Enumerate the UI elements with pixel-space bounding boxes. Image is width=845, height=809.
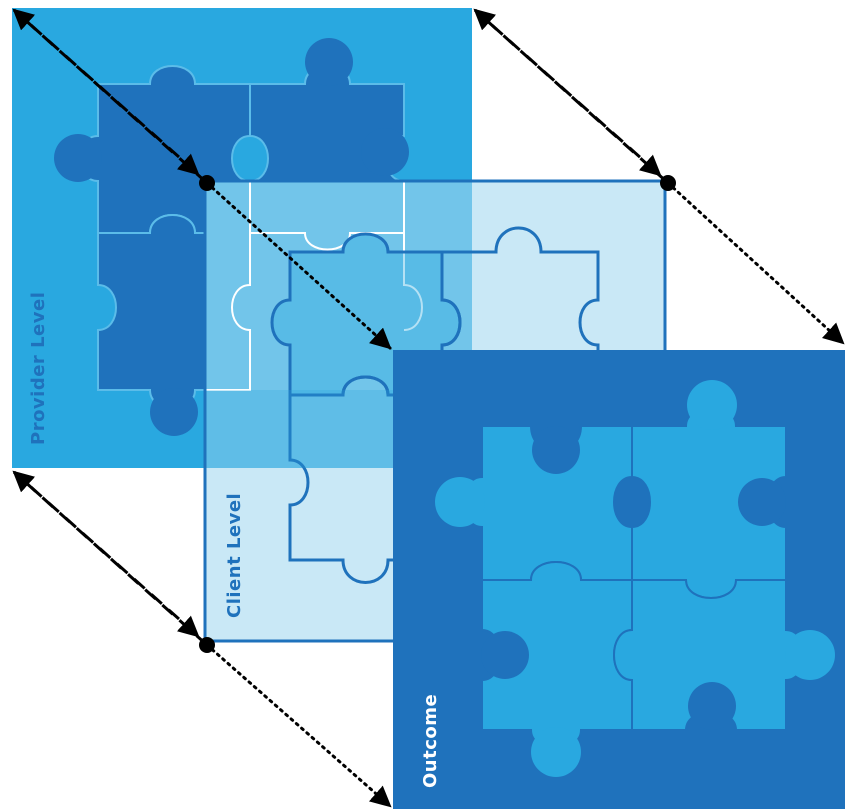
- puzzle-piece-icon: [440, 226, 600, 397]
- puzzle-knob: [361, 128, 409, 176]
- puzzle-hole: [481, 631, 529, 679]
- dashed-connector-arrow: [13, 8, 200, 176]
- puzzle-knob: [785, 630, 835, 680]
- puzzle-hole: [532, 426, 580, 474]
- puzzle-hole: [688, 682, 736, 730]
- puzzle-piece-outline: [205, 233, 251, 391]
- dashed-connector-arrow: [12, 8, 209, 185]
- puzzle-knob: [435, 477, 485, 527]
- puzzle-knob: [54, 134, 102, 182]
- client-level-label: Client Level: [224, 493, 245, 618]
- puzzle-knob: [687, 380, 737, 430]
- puzzle-knob: [305, 38, 353, 86]
- puzzle-piece-icon: [613, 579, 805, 731]
- connectors: [12, 8, 845, 808]
- dashed-connector-arrow: [12, 470, 209, 647]
- connector-dot: [660, 175, 676, 191]
- dashed-connector-arrow: [473, 8, 670, 185]
- dashed-connector-arrow: [474, 8, 662, 177]
- puzzle-knob: [150, 388, 198, 436]
- dotted-connector-arrow: [666, 181, 845, 345]
- puzzle-piece-outline: [205, 181, 405, 251]
- puzzle-piece-outline: [403, 181, 423, 331]
- dotted-connector-arrow: [205, 181, 392, 350]
- outcome-label: Outcome: [420, 694, 441, 788]
- puzzle-piece-icon: [288, 375, 444, 584]
- outcome-panel: Outcome: [393, 350, 845, 809]
- provider-level-label: Provider Level: [28, 292, 49, 445]
- puzzle-hole: [738, 478, 786, 526]
- dashed-connector-arrow: [13, 470, 200, 638]
- connector-dot: [199, 175, 215, 191]
- connector-dot: [199, 637, 215, 653]
- dotted-connector-arrow: [205, 643, 392, 808]
- puzzle-knob: [531, 727, 581, 777]
